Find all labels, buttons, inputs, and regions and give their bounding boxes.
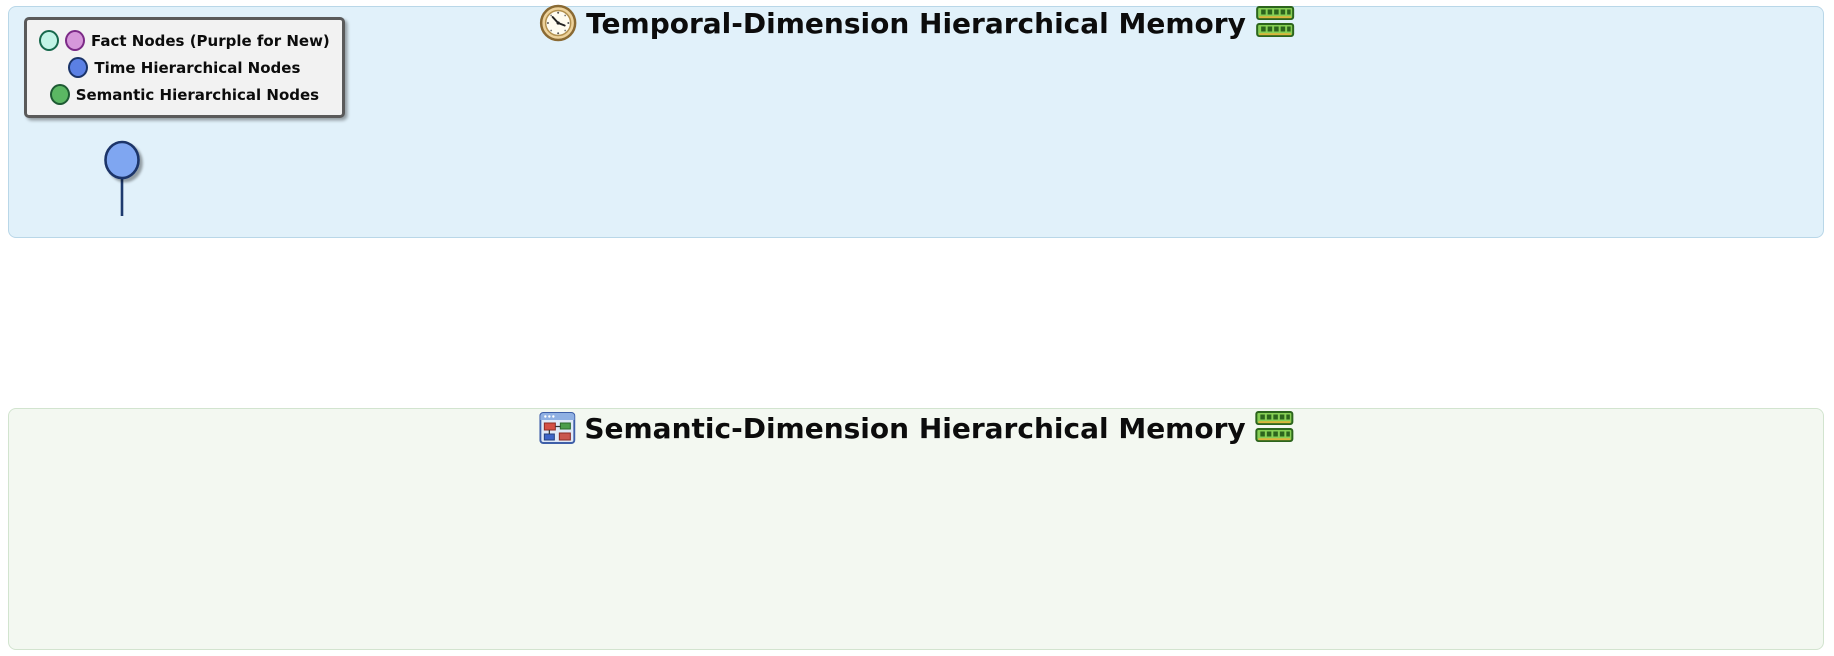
temporal-tree-state-1 xyxy=(104,140,140,216)
tree-node-Jun 12 xyxy=(104,140,140,180)
semantic-memory-band xyxy=(8,408,1824,650)
legend: Fact Nodes (Purple for New) Time Hierarc… xyxy=(24,17,345,118)
legend-label-fact: Fact Nodes (Purple for New) xyxy=(91,31,330,50)
legend-label-semantic: Semantic Hierarchical Nodes xyxy=(75,85,320,104)
time-node-swatch-icon xyxy=(68,57,89,78)
legend-label-time: Time Hierarchical Nodes xyxy=(94,58,301,77)
fact-new-swatch-icon xyxy=(65,30,85,51)
fact-old-swatch-icon xyxy=(39,30,59,51)
clock-icon xyxy=(539,4,577,42)
semantic-title: Semantic-Dimension Hierarchical Memory xyxy=(539,411,1294,445)
memory-chips-icon xyxy=(1255,411,1294,442)
day-node xyxy=(104,140,140,180)
legend-row-semantic-nodes: Semantic Hierarchical Nodes xyxy=(39,81,330,108)
temporal-title-text: Temporal-Dimension Hierarchical Memory xyxy=(586,6,1246,40)
semantic-title-text: Semantic-Dimension Hierarchical Memory xyxy=(584,411,1246,445)
legend-row-fact-nodes: Fact Nodes (Purple for New) xyxy=(39,27,330,54)
legend-row-time-nodes: Time Hierarchical Nodes xyxy=(39,54,330,81)
temporal-title: Temporal-Dimension Hierarchical Memory xyxy=(539,4,1295,42)
flowchart-panel-icon xyxy=(539,412,576,444)
semantic-node-swatch-icon xyxy=(49,84,70,105)
memory-chips-icon xyxy=(1255,6,1294,37)
